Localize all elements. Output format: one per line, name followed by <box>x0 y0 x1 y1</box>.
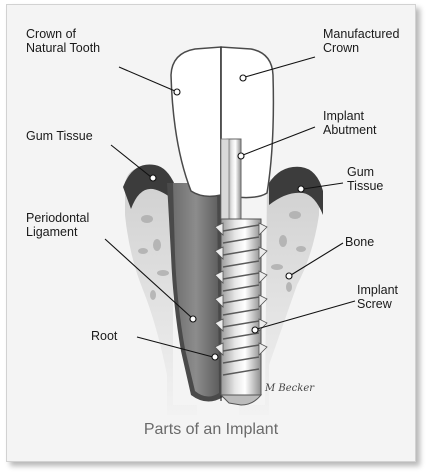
natural-crown <box>171 47 221 196</box>
label-bone: Bone <box>345 235 374 249</box>
figure-caption: Parts of an Implant <box>7 421 415 439</box>
implant-screw <box>215 219 267 405</box>
label-root: Root <box>91 329 117 343</box>
natural-tooth-root <box>167 183 223 402</box>
artist-signature: M Becker <box>265 383 314 394</box>
label-gum-tissue-left: Gum Tissue <box>26 129 93 143</box>
